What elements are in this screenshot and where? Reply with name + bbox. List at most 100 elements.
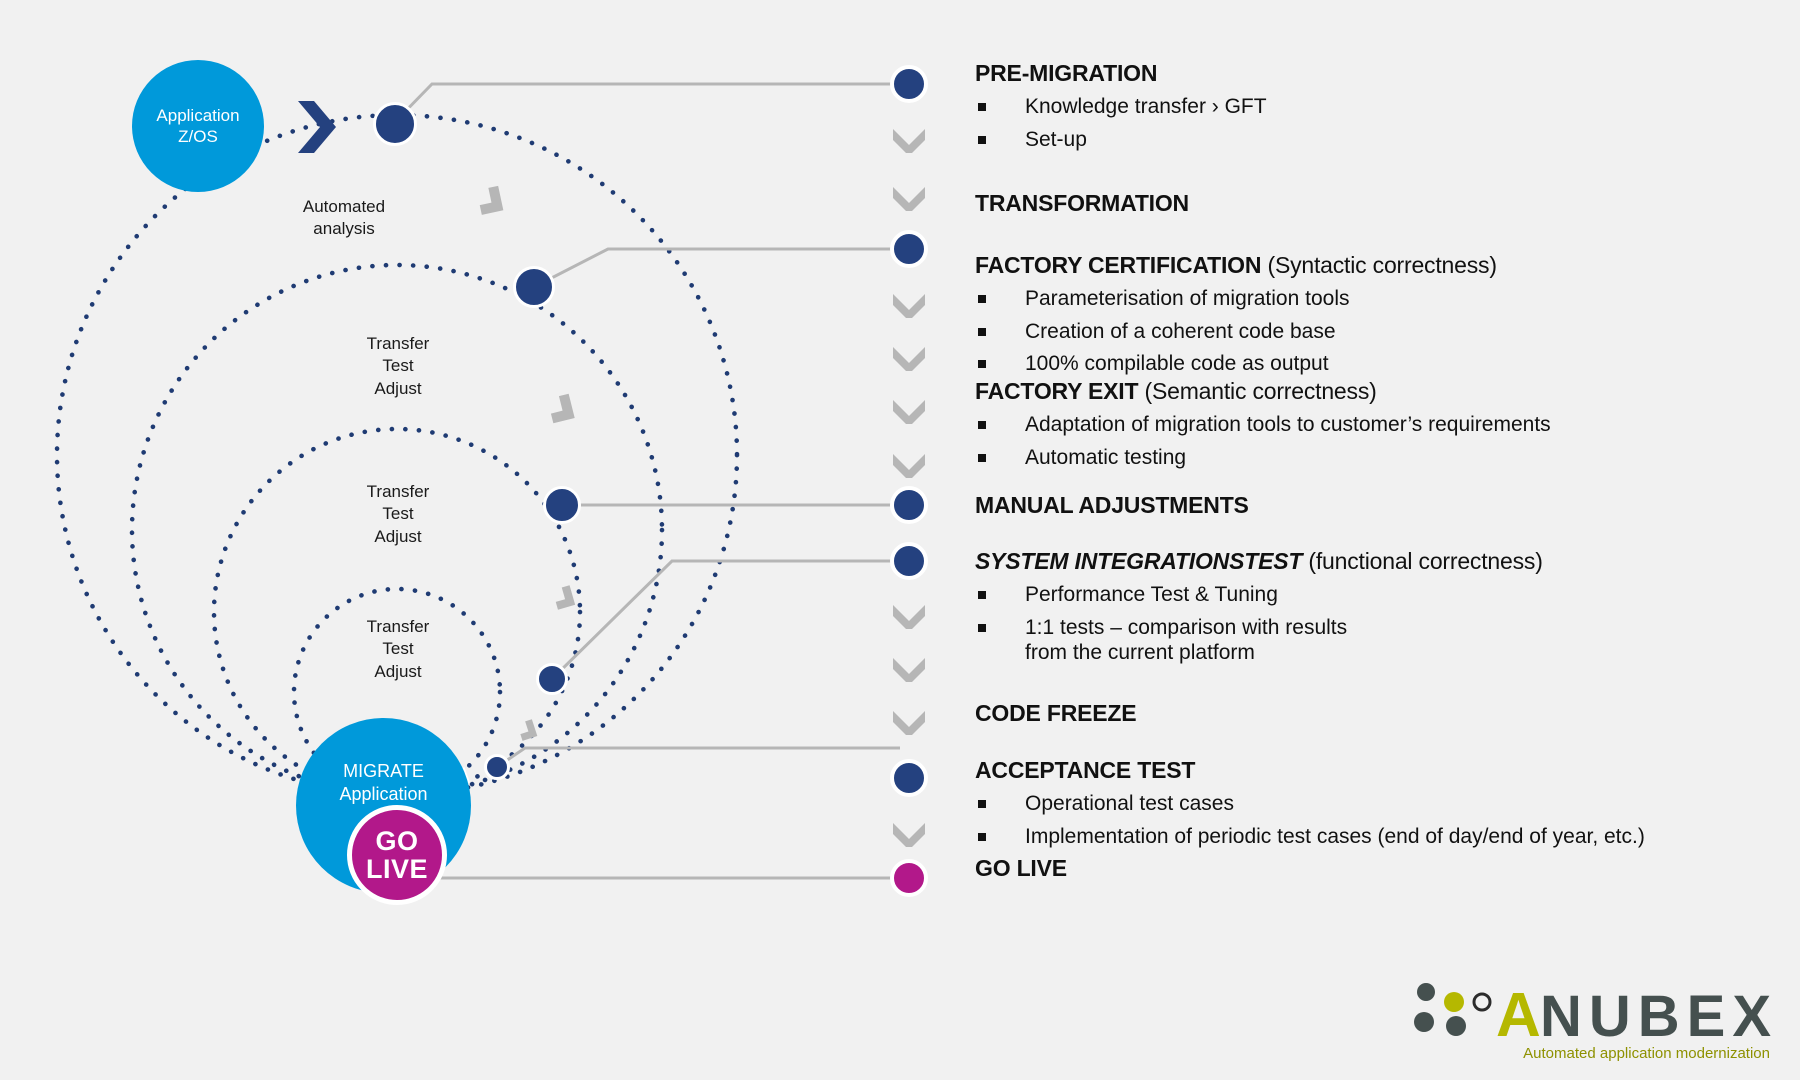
title-subtext: (Syntactic correctness) xyxy=(1261,252,1497,278)
bullet-text: Operational test cases xyxy=(1025,792,1234,815)
orbit-label-automated-analysis: Automated analysis xyxy=(254,196,434,241)
app-circle-line2: Z/OS xyxy=(178,127,218,146)
list-item: 100% compilable code as output xyxy=(975,351,1497,377)
chevron-down-icon-7 xyxy=(893,605,925,629)
orbit-ring-1 xyxy=(54,112,740,798)
milestone-title-system-integrationstest: SYSTEM INTEGRATIONSTEST (functional corr… xyxy=(975,548,1543,575)
connector-line-5 xyxy=(496,746,900,769)
bullet-square-icon xyxy=(978,135,986,144)
rail-dot-manual-adjustments[interactable] xyxy=(890,486,928,524)
chevron-down-icon-8 xyxy=(893,658,925,682)
spiral-node-factory-certification[interactable] xyxy=(513,266,555,308)
orbit-label-cycle-2: Transfer Test Adjust xyxy=(308,481,488,548)
chevron-down-icon-9 xyxy=(893,711,925,735)
title-text: PRE-MIGRATION xyxy=(975,60,1158,86)
logo-wordmark: NUBEX xyxy=(1540,984,1772,1049)
list-item: Automatic testing xyxy=(975,445,1551,471)
orbit-label-2-line-2: Test xyxy=(382,356,414,376)
bullet-square-icon xyxy=(978,453,986,462)
bullet-list-pre-migration: Knowledge transfer › GFT Set-up xyxy=(975,94,1267,152)
milestone-title-acceptance-test: ACCEPTANCE TEST xyxy=(975,757,1645,784)
chevron-right-arrow-icon xyxy=(298,101,336,153)
progress-tick-icon-3 xyxy=(555,585,576,610)
title-text: TRANSFORMATION xyxy=(975,190,1189,216)
milestone-title-transformation: TRANSFORMATION xyxy=(975,190,1189,217)
bullet-list-system-integrationstest: Performance Test & Tuning 1:1 tests – co… xyxy=(975,582,1543,666)
milestone-marker-rail xyxy=(890,0,1010,1000)
milestone-title-factory-exit: FACTORY EXIT (Semantic correctness) xyxy=(975,378,1551,405)
connector-line-1 xyxy=(392,82,900,125)
chevron-down-icon-5 xyxy=(893,400,925,424)
chevron-down-icon-3 xyxy=(893,294,925,318)
bullet-text: Adaptation of migration tools to custome… xyxy=(1025,413,1551,436)
orbit-label-4-line-1: Transfer xyxy=(366,617,430,636)
migration-spiral-diagram: Application Z/OS MIGRATE Application GO … xyxy=(54,60,900,905)
bullet-text: from the current platform xyxy=(1025,641,1255,665)
bullet-text: Performance Test & Tuning xyxy=(1025,583,1278,606)
progress-tick-icon-4 xyxy=(520,719,538,741)
rail-dot-factory-certification[interactable] xyxy=(890,230,928,268)
list-item: 1:1 tests – comparison with results xyxy=(975,615,1543,641)
orbit-label-2-line-3: Adjust xyxy=(374,378,422,398)
spiral-node-pre-migration[interactable] xyxy=(373,102,417,146)
rail-dot-go-live[interactable] xyxy=(890,859,928,897)
list-item: Parameterisation of migration tools xyxy=(975,286,1497,312)
milestone-code-freeze: CODE FREEZE xyxy=(975,700,1137,727)
application-zos-circle[interactable]: Application Z/OS xyxy=(132,60,264,192)
milestone-system-integrationstest: SYSTEM INTEGRATIONSTEST (functional corr… xyxy=(975,548,1543,666)
migrate-circle-line2: Application xyxy=(339,783,428,804)
title-text: CODE FREEZE xyxy=(975,700,1137,726)
orbit-label-cycle-3: Transfer Test Adjust xyxy=(308,616,488,683)
bullet-text: Knowledge transfer › GFT xyxy=(1025,95,1267,118)
orbit-label-4-line-2: Test xyxy=(382,639,414,659)
spiral-node-manual-adjustments[interactable] xyxy=(543,486,581,524)
spiral-node-system-integrationstest[interactable] xyxy=(536,663,568,695)
orbit-ring-2 xyxy=(129,262,665,798)
progress-tick-icon-1 xyxy=(479,185,504,215)
list-item-continuation: from the current platform xyxy=(975,640,1543,666)
chevron-down-icon-2 xyxy=(893,187,925,211)
chevron-down-icon-4 xyxy=(893,347,925,371)
list-item: Knowledge transfer › GFT xyxy=(975,94,1267,120)
rail-dot-pre-migration[interactable] xyxy=(890,65,928,103)
milestone-transformation: TRANSFORMATION xyxy=(975,190,1189,217)
orbit-label-1-line-2: analysis xyxy=(313,219,375,239)
milestone-title-manual-adjustments: MANUAL ADJUSTMENTS xyxy=(975,492,1249,519)
list-item: Creation of a coherent code base xyxy=(975,319,1497,345)
connector-line-4 xyxy=(550,559,900,681)
list-item: Operational test cases xyxy=(975,791,1645,817)
orbit-label-3-line-1: Transfer xyxy=(366,482,430,501)
rail-dot-acceptance-test[interactable] xyxy=(890,759,928,797)
title-text: FACTORY EXIT xyxy=(975,378,1139,404)
logo-dots xyxy=(1414,983,1492,1036)
bullet-square-icon xyxy=(978,832,986,841)
list-item: Performance Test & Tuning xyxy=(975,582,1543,608)
orbit-label-cycle-1: Transfer Test Adjust xyxy=(308,333,488,400)
title-text: ACCEPTANCE TEST xyxy=(975,757,1196,783)
title-text: MANUAL ADJUSTMENTS xyxy=(975,492,1249,518)
title-subtext: (functional correctness) xyxy=(1302,548,1543,574)
go-live-line2: LIVE xyxy=(365,854,428,884)
logo-tagline: Automated application modernization xyxy=(1523,1045,1770,1062)
rail-dot-system-integrationstest[interactable] xyxy=(890,542,928,580)
milestone-title-pre-migration: PRE-MIGRATION xyxy=(975,60,1267,87)
list-item: Set-up xyxy=(975,127,1267,153)
list-item: Adaptation of migration tools to custome… xyxy=(975,412,1551,438)
milestone-title-factory-certification: FACTORY CERTIFICATION (Syntactic correct… xyxy=(975,252,1497,279)
milestone-go-live: GO LIVE xyxy=(975,855,1067,882)
go-live-circle[interactable]: GO LIVE xyxy=(347,805,447,905)
title-subtext: (Semantic correctness) xyxy=(1138,378,1377,404)
anubex-logo: A NUBEX Automated application modernizat… xyxy=(1414,981,1772,1062)
bullet-text: 100% compilable code as output xyxy=(1025,352,1329,376)
bullet-text: Automatic testing xyxy=(1025,445,1187,469)
bullet-list-factory-exit: Adaptation of migration tools to custome… xyxy=(975,412,1551,470)
bullet-square-icon xyxy=(978,800,986,808)
orbit-label-2-line-1: Transfer xyxy=(366,334,430,353)
bullet-text: Parameterisation of migration tools xyxy=(1025,287,1350,310)
milestone-title-go-live: GO LIVE xyxy=(975,855,1067,882)
bullet-square-icon xyxy=(978,591,986,599)
chevron-down-icon-10 xyxy=(893,823,925,847)
milestone-title-code-freeze: CODE FREEZE xyxy=(975,700,1137,727)
spiral-node-acceptance-test[interactable] xyxy=(484,754,510,780)
app-circle-line1: Application xyxy=(156,105,240,125)
